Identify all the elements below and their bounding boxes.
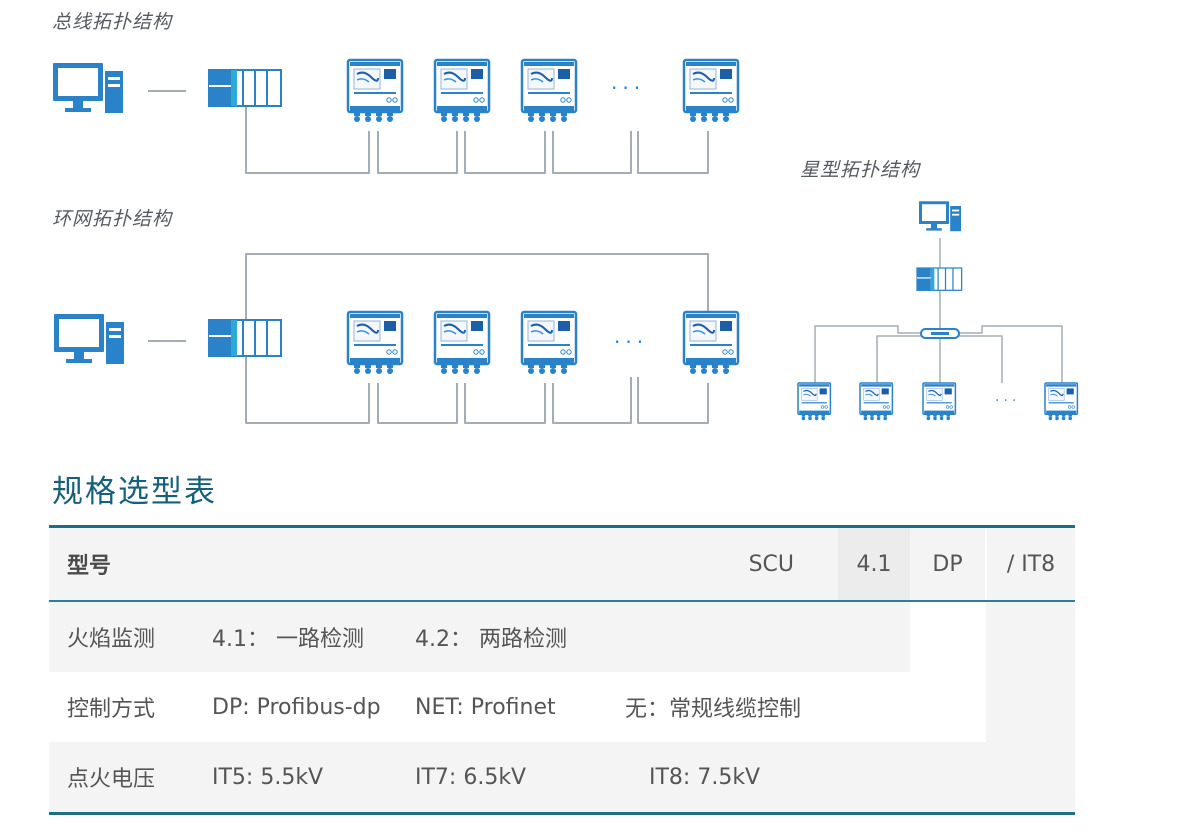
- ring-topology-title: 环网拓扑结构: [52, 208, 173, 230]
- controller-device-icon: [520, 310, 578, 374]
- plc-icon: [916, 267, 963, 291]
- model-code-flame: 4.1: [838, 525, 910, 602]
- controller-device-icon: [797, 382, 832, 421]
- spec-row-control: 控制方式 DP: Profibus-dp NET: Profinet 无：常规线…: [49, 672, 1075, 742]
- spec-header-row: 型号 SCU 4.1 DP / IT8: [49, 525, 1075, 602]
- voltage-option-1: IT5: 5.5kV: [195, 742, 397, 815]
- controller-device-icon: [346, 58, 404, 122]
- controller-device-icon: [682, 58, 740, 122]
- controller-device-icon: [1044, 382, 1079, 421]
- controller-device-icon: [682, 310, 740, 374]
- model-code-control: DP: [910, 525, 986, 602]
- control-option-2: NET: Profinet: [397, 672, 608, 742]
- model-label: 型号: [49, 525, 195, 602]
- switch-icon: [920, 328, 960, 339]
- spec-table: 型号 SCU 4.1 DP / IT8 火焰监测 4.1： 一路检测 4.2： …: [49, 525, 1075, 815]
- voltage-option-3: IT8: 7.5kV: [608, 742, 986, 815]
- plc-icon: [208, 69, 282, 107]
- plc-icon: [208, 319, 282, 357]
- spec-row-flame: 火焰监测 4.1： 一路检测 4.2： 两路检测: [49, 601, 1075, 672]
- flame-option-1: 4.1： 一路检测: [195, 601, 397, 672]
- row-label-control: 控制方式: [49, 672, 195, 742]
- row-label-voltage: 点火电压: [49, 742, 195, 815]
- model-code-voltage: / IT8: [985, 525, 1075, 602]
- row-label-flame: 火焰监测: [49, 601, 195, 672]
- star-ellipsis: ···: [995, 393, 1021, 409]
- controller-device-icon: [433, 58, 491, 122]
- computer-icon: [919, 201, 961, 232]
- bus-topology-title: 总线拓扑结构: [52, 11, 173, 33]
- controller-device-icon: [520, 58, 578, 122]
- controller-device-icon: [922, 382, 957, 421]
- bus-ellipsis: ···: [611, 76, 646, 100]
- ring-ellipsis: ···: [614, 330, 649, 354]
- star-topology-title: 星型拓扑结构: [800, 159, 921, 181]
- controller-device-icon: [859, 382, 894, 421]
- controller-device-icon: [346, 310, 404, 374]
- spec-title: 规格选型表: [52, 474, 217, 510]
- control-option-1: DP: Profibus-dp: [195, 672, 397, 742]
- controller-device-icon: [433, 310, 491, 374]
- computer-icon: [53, 63, 123, 113]
- control-option-3: 无：常规线缆控制: [608, 672, 986, 742]
- model-code-base: SCU: [195, 525, 838, 602]
- voltage-option-2: IT7: 6.5kV: [397, 742, 608, 815]
- topology-diagram: [53, 58, 1079, 424]
- computer-icon: [54, 314, 124, 364]
- spec-row-voltage: 点火电压 IT5: 5.5kV IT7: 6.5kV IT8: 7.5kV: [49, 742, 1075, 815]
- flame-option-2: 4.2： 两路检测: [397, 601, 910, 672]
